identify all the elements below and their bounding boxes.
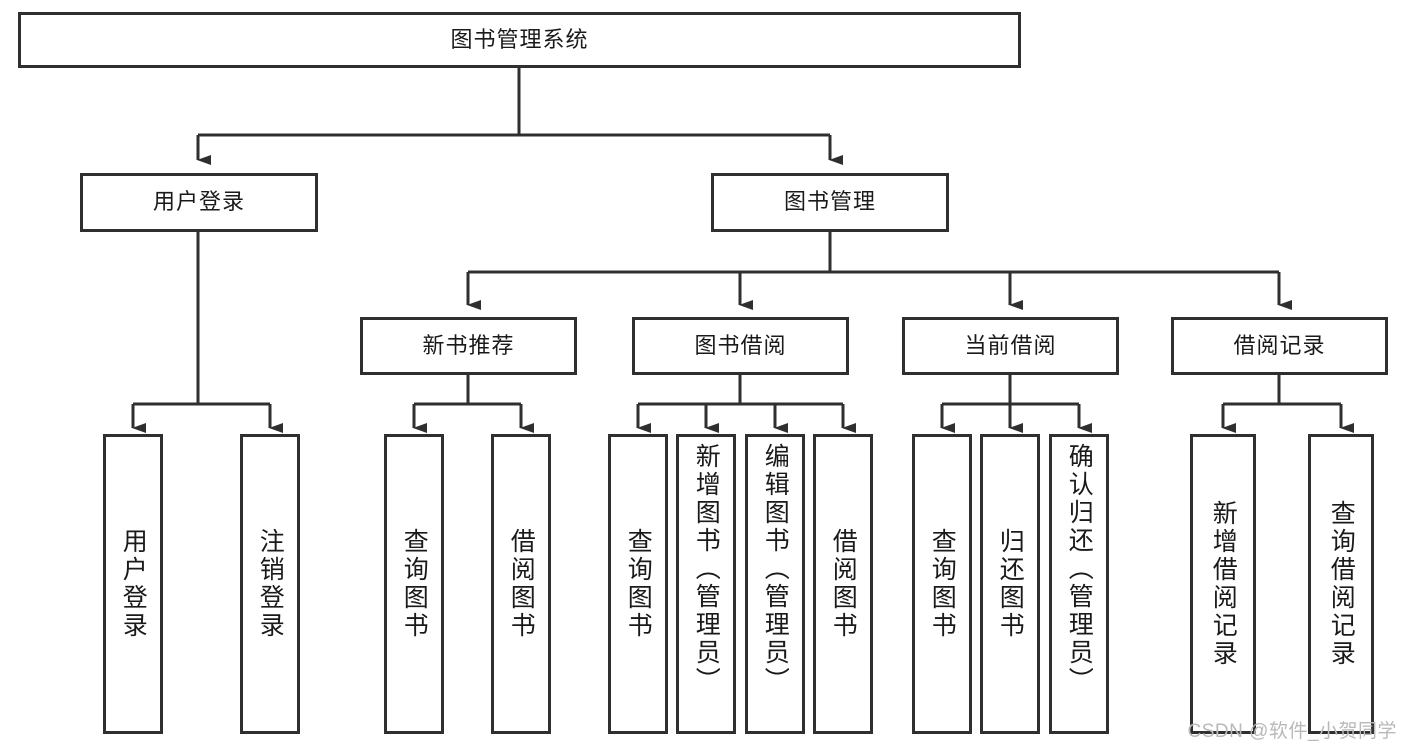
node-label: 图书管理 (783, 189, 876, 215)
leaf-current-query-book[interactable]: 查询图书 (912, 434, 972, 734)
node-book-borrow[interactable]: 图书借阅 (632, 317, 849, 375)
node-label: 新书推荐 (422, 332, 515, 358)
leaf-label: 注销登录 (256, 528, 285, 640)
leaf-label: 查询借阅记录 (1327, 500, 1356, 668)
leaf-user-login-logout[interactable]: 注销登录 (240, 434, 300, 734)
leaf-new-book-borrow[interactable]: 借阅图书 (491, 434, 551, 734)
leaf-label: 借阅图书 (829, 528, 858, 640)
leaf-record-query-record[interactable]: 查询借阅记录 (1308, 434, 1374, 734)
node-root-book-management-system[interactable]: 图书管理系统 (18, 12, 1021, 68)
node-label: 用户登录 (152, 189, 245, 215)
watermark-text: CSDN @软件_小贺同学 (1187, 721, 1397, 742)
node-label: 图书借阅 (694, 332, 787, 358)
node-current-borrow[interactable]: 当前借阅 (902, 317, 1119, 375)
node-borrow-record[interactable]: 借阅记录 (1171, 317, 1388, 375)
leaf-borrow-edit-book-admin[interactable]: 编辑图书（管理员） (745, 434, 805, 734)
leaf-borrow-add-book-admin[interactable]: 新增图书（管理员） (676, 434, 736, 734)
node-label: 借阅记录 (1233, 332, 1326, 358)
leaf-label: 查询图书 (624, 528, 653, 640)
leaf-current-confirm-return-admin[interactable]: 确认归还（管理员） (1049, 434, 1109, 734)
leaf-label: 查询图书 (928, 528, 957, 640)
leaf-borrow-borrow-book[interactable]: 借阅图书 (813, 434, 873, 734)
node-user-login[interactable]: 用户登录 (80, 173, 318, 232)
node-label: 当前借阅 (964, 332, 1057, 358)
node-label: 图书管理系统 (450, 26, 589, 52)
leaf-user-login-login[interactable]: 用户登录 (103, 434, 163, 734)
leaf-new-book-query[interactable]: 查询图书 (384, 434, 444, 734)
leaf-label: 新增借阅记录 (1209, 500, 1238, 668)
node-book-management[interactable]: 图书管理 (711, 173, 949, 232)
leaf-record-add-record[interactable]: 新增借阅记录 (1190, 434, 1256, 734)
leaf-current-return-book[interactable]: 归还图书 (980, 434, 1040, 734)
leaf-label: 归还图书 (996, 528, 1025, 640)
leaf-label: 编辑图书（管理员） (761, 443, 790, 695)
leaf-label: 借阅图书 (507, 528, 536, 640)
leaf-label: 确认归还（管理员） (1065, 443, 1094, 695)
node-new-book-recommend[interactable]: 新书推荐 (360, 317, 577, 375)
leaf-label: 查询图书 (400, 528, 429, 640)
leaf-label: 新增图书（管理员） (692, 443, 721, 695)
leaf-borrow-query-book[interactable]: 查询图书 (608, 434, 668, 734)
leaf-label: 用户登录 (119, 528, 148, 640)
